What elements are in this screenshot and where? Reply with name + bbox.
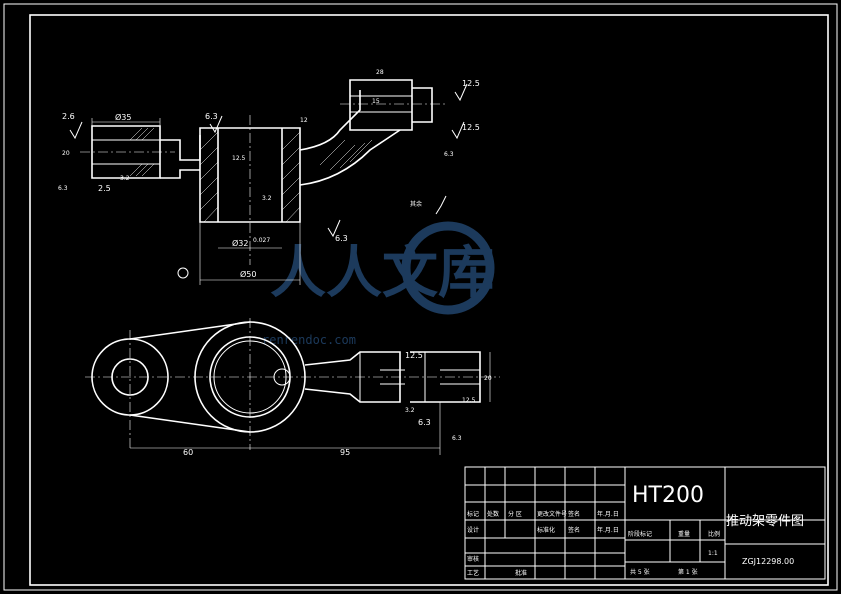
- row-review: 审核: [467, 555, 479, 563]
- dim-r63b-plan: 6.3: [452, 435, 462, 442]
- hdr-3: 更改文件号: [537, 510, 567, 518]
- small-boss-hole: [111, 358, 149, 396]
- scale-value: 1:1: [708, 550, 718, 557]
- dim-r25: 2.5: [98, 184, 111, 193]
- inner-border: [29, 14, 829, 586]
- dim-r63-plan: 6.3: [418, 418, 431, 427]
- drawing-number: ZGJ12298.00: [742, 557, 794, 566]
- sheet-number: 第 1 张: [678, 568, 698, 576]
- dim-r125b: 12.5: [462, 123, 480, 132]
- dim-20-plan: 20: [484, 375, 492, 382]
- dim-d32: Ø32: [232, 238, 248, 248]
- dim-r32: 3.2: [120, 175, 130, 182]
- section-view: [80, 79, 445, 285]
- sheets-total: 共 5 张: [630, 568, 650, 576]
- stage-label: 阶段标记: [628, 530, 652, 538]
- title-block-grid: [464, 466, 826, 580]
- dim-r26: 2.6: [62, 112, 75, 121]
- dim-d32-tol: 0.027: [253, 237, 270, 244]
- dim-r63c: 6.3: [58, 185, 68, 192]
- right-clevis-outline: [349, 79, 413, 131]
- dim-60: 60: [183, 448, 193, 457]
- outer-border: [3, 3, 838, 591]
- dim-15: 15: [372, 98, 380, 105]
- hdr-5: 年.月.日: [597, 510, 619, 518]
- dim-r125-plan: 12.5: [405, 351, 423, 360]
- fork-end: [304, 351, 401, 403]
- hdr-1: 处数: [487, 510, 499, 518]
- dim-95: 95: [340, 448, 350, 457]
- date-label: 年.月.日: [597, 526, 619, 534]
- dim-28: 28: [376, 69, 384, 76]
- scale-label: 比例: [708, 530, 720, 538]
- row-design: 设计: [467, 526, 479, 534]
- finish-symbols: [69, 83, 468, 238]
- note-other: 其余: [410, 200, 422, 208]
- weight-label: 重量: [678, 530, 690, 538]
- watermark-url: renrendoc.com: [262, 333, 356, 347]
- watermark: 人人文库 renrendoc.com: [262, 221, 495, 347]
- dim-12: 12: [300, 117, 308, 124]
- dim-r63b: 6.3: [335, 234, 348, 243]
- dim-r125b-plan: 12.5: [462, 397, 476, 404]
- dim-r63a: 6.3: [205, 112, 218, 121]
- web-outline: [160, 135, 201, 161]
- dim-r125a: 12.5: [462, 79, 480, 88]
- sign-label: 签名: [568, 526, 580, 534]
- hdr-0: 标记: [467, 510, 479, 518]
- dim-20: 20: [62, 150, 70, 157]
- part-name: 推动架零件图: [726, 514, 804, 529]
- dim-r125c: 12.5: [232, 155, 246, 162]
- arm-outline: [299, 90, 361, 151]
- dim-d50: Ø50: [240, 269, 256, 279]
- hdr-2: 分 区: [508, 510, 522, 518]
- dim-r32b: 3.2: [262, 195, 272, 202]
- material-text: HT200: [632, 483, 704, 508]
- dim-r32-plan: 3.2: [405, 407, 415, 414]
- dim-r63d: 6.3: [444, 151, 454, 158]
- plan-view: [85, 318, 500, 455]
- row-std: 标准化: [537, 526, 555, 534]
- hdr-4: 签名: [568, 510, 580, 518]
- watermark-text: 人人文库: [270, 241, 494, 306]
- row-approve: 批准: [515, 569, 527, 577]
- row-process: 工艺: [467, 569, 479, 577]
- datum-marker: [177, 267, 189, 279]
- dim-d35: Ø35: [115, 112, 131, 122]
